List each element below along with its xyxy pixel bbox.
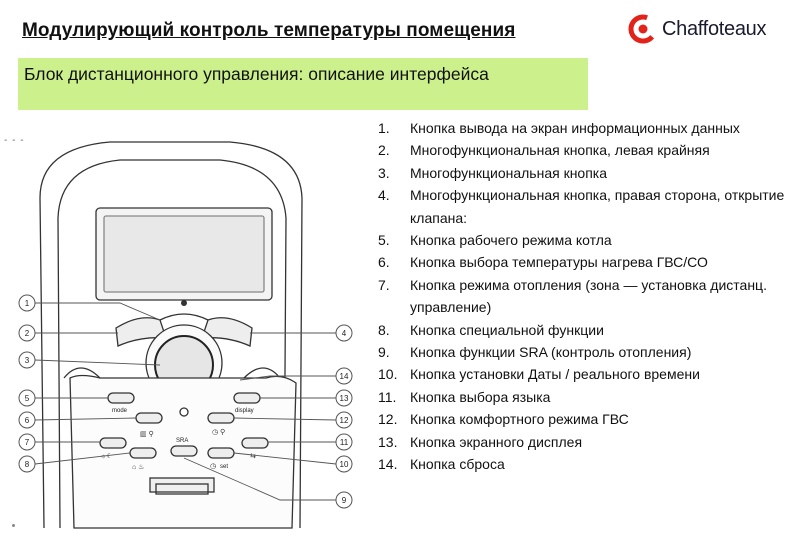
remote-control-diagram: mode display SRA set ▥ ⚲ ◷ ⚲ ☼☾ ⌂ ♨ ◷ ⇆ …: [18, 141, 353, 529]
callout-1: 1: [18, 294, 36, 312]
page-title: Модулирующий контроль температуры помеще…: [22, 20, 516, 41]
list-item: 3.Многофункциональная кнопка: [378, 164, 608, 181]
button-description-list: 1.Кнопка вывода на экран информационных …: [378, 117, 793, 476]
decorative-dot: [12, 524, 15, 527]
list-item: 7.Кнопка режима отопления (зона — устано…: [378, 276, 767, 316]
callout-4-label: 4: [342, 329, 347, 338]
list-item: 8.Кнопка специальной функции: [378, 321, 604, 338]
callout-3-label: 3: [25, 356, 30, 365]
set-label: set: [220, 464, 228, 470]
clock-tap-icon: ◷ ⚲: [212, 429, 225, 436]
center-led: [179, 407, 189, 417]
callout-6-label: 6: [25, 416, 30, 425]
callout-11-label: 11: [340, 438, 349, 447]
mode-button: [107, 392, 135, 404]
date-time-button: [207, 447, 235, 459]
callout-12: 12: [335, 411, 353, 429]
callout-2-label: 2: [25, 329, 30, 338]
callout-2: 2: [18, 324, 36, 342]
lang-icon: ⇆: [250, 453, 256, 460]
list-item: 9.Кнопка функции SRA (контроль отопления…: [378, 344, 692, 361]
radiator-tap-icon: ▥ ⚲: [140, 431, 154, 438]
callout-13: 13: [335, 389, 353, 407]
list-item: 12.Кнопка комфортного режима ГВС: [378, 411, 629, 428]
house-icon: ⌂ ♨: [132, 463, 144, 471]
callout-9-label: 9: [342, 496, 347, 505]
callout-8-label: 8: [25, 460, 30, 469]
dhw-temperature-button: [135, 412, 163, 424]
special-function-button: [129, 447, 157, 459]
callout-1-label: 1: [25, 299, 30, 308]
callout-10-label: 10: [340, 460, 349, 469]
brand-name: Chaffoteaux: [662, 17, 767, 40]
mode-label: mode: [112, 408, 128, 414]
clock-set-icon: ◷: [210, 463, 217, 470]
comfort-dhw-button: [207, 412, 235, 424]
callout-3: 3: [18, 351, 36, 369]
list-item: 2.Многофункциональная кнопка, левая край…: [378, 142, 710, 159]
callout-5: 5: [18, 389, 36, 407]
decorative-dashes: - - -: [4, 135, 25, 146]
list-item: 1.Кнопка вывода на экран информационных …: [378, 120, 740, 136]
list-item: 14.Кнопка сброса: [378, 456, 505, 473]
section-subtitle: Блок дистанционного управления: описание…: [18, 58, 588, 110]
remote-body-outline: [39, 141, 303, 529]
display-button: [233, 392, 261, 404]
callout-14: 14: [335, 367, 353, 385]
callout-12-label: 12: [340, 416, 349, 425]
list-item: 4.Многофункциональная кнопка, правая сто…: [378, 187, 785, 226]
sra-label: SRA: [176, 438, 188, 444]
info-icon: [181, 300, 187, 306]
sun-moon-icon: ☼☾: [100, 453, 113, 460]
remote-inner-outline: [57, 159, 287, 529]
callout-6: 6: [18, 411, 36, 429]
list-item: 6.Кнопка выбора температуры нагрева ГВС/…: [378, 254, 708, 271]
display-label: display: [235, 408, 254, 414]
chaffoteaux-logo-icon: [628, 14, 658, 44]
callout-8: 8: [18, 455, 36, 473]
brand-logo: Chaffoteaux: [628, 14, 788, 44]
list-item: 13.Кнопка экранного дисплея: [378, 433, 583, 450]
callout-5-label: 5: [25, 394, 30, 403]
callout-9: 9: [335, 491, 353, 509]
list-item: 10.Кнопка установки Даты / реального вре…: [378, 366, 700, 383]
callout-13-label: 13: [340, 394, 349, 403]
callout-10: 10: [335, 455, 353, 473]
callout-11: 11: [335, 433, 353, 451]
callout-7: 7: [18, 433, 36, 451]
callout-14-label: 14: [340, 372, 349, 381]
sra-button: [170, 445, 198, 457]
battery-cover: [149, 477, 215, 493]
list-item: 11.Кнопка выбора языка: [378, 388, 551, 405]
list-item: 5.Кнопка рабочего режима котла: [378, 232, 612, 249]
callout-7-label: 7: [25, 438, 30, 447]
callout-4: 4: [335, 324, 353, 342]
language-button: [241, 437, 269, 449]
heating-mode-button: [99, 437, 127, 449]
